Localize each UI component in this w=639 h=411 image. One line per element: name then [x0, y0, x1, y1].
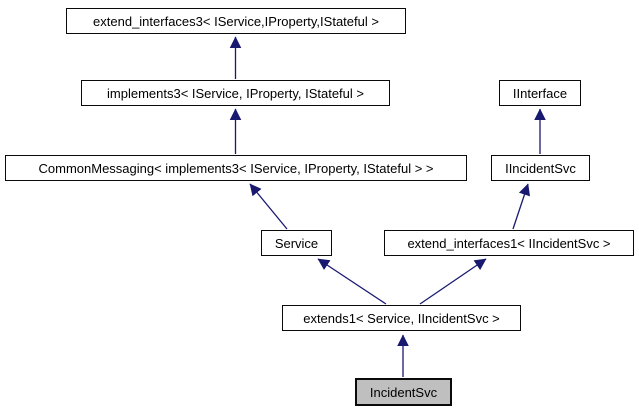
class-node-label: Service [274, 235, 319, 251]
class-node-label: implements3< IService, IProperty, IState… [107, 85, 364, 101]
inheritance-arrow-extends1-extend_interfaces1 [419, 258, 487, 305]
inheritance-arrow-extend_interfaces1-iincidentsvc [512, 183, 531, 230]
class-node-iincidentsvc[interactable]: IIncidentSvc [491, 155, 590, 181]
class-node-iinterface[interactable]: IInterface [499, 80, 581, 106]
class-node-extend_interfaces1[interactable]: extend_interfaces1< IIncidentSvc > [384, 230, 634, 256]
inheritance-arrow-service-commonmessaging [249, 183, 288, 230]
class-node-incidentsvc-current: IncidentSvc [355, 378, 452, 406]
class-node-label: IncidentSvc [369, 384, 438, 400]
class-node-label: extend_interfaces3< IService,IProperty,I… [93, 13, 379, 29]
class-node-extends1[interactable]: extends1< Service, IIncidentSvc > [282, 305, 521, 331]
class-node-label: IIncidentSvc [505, 160, 576, 176]
class-node-service[interactable]: Service [261, 230, 332, 256]
class-node-extend_interfaces3[interactable]: extend_interfaces3< IService,IProperty,I… [66, 8, 406, 34]
class-node-label: CommonMessaging< implements3< IService, … [38, 160, 434, 176]
class-node-commonmessaging[interactable]: CommonMessaging< implements3< IService, … [5, 155, 467, 181]
inheritance-arrow-extends1-service [317, 258, 387, 305]
class-node-implements3[interactable]: implements3< IService, IProperty, IState… [81, 80, 390, 106]
class-node-label: extend_interfaces1< IIncidentSvc > [407, 235, 611, 251]
class-node-label: extends1< Service, IIncidentSvc > [303, 310, 500, 326]
class-node-label: IInterface [512, 85, 568, 101]
